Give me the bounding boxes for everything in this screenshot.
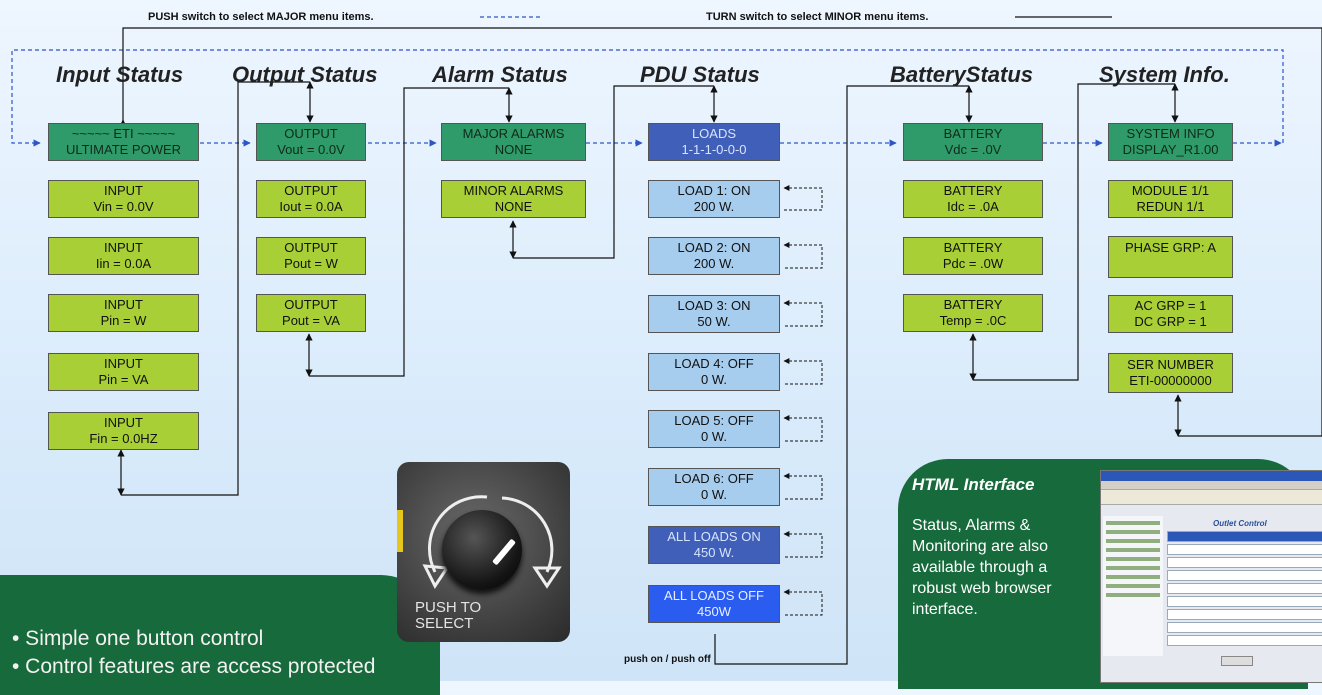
column-title-pdu-status: PDU Status: [640, 62, 760, 87]
input-status-header-box: ~~~~~ ETI ~~~~~ULTIMATE POWER: [48, 123, 199, 161]
column-title-system-info: System Info.: [1099, 62, 1230, 87]
column-title-alarm-status: Alarm Status: [432, 62, 568, 87]
rotate-arrows-icon: [422, 495, 562, 589]
knob-dial: [442, 510, 522, 590]
select-knob-image: PUSH TO SELECT: [397, 462, 570, 642]
screenshot-outlet-table: [1167, 531, 1322, 648]
screenshot-set-values-button: [1221, 656, 1253, 666]
push-to-select-label: PUSH TO SELECT: [415, 599, 482, 632]
html-interface-description: Status, Alarms & Monitoring are also ava…: [912, 517, 1052, 618]
phase-group-box: PHASE GRP: A: [1108, 236, 1233, 278]
column-title-output-status: Output Status: [232, 62, 378, 87]
push-on-push-off-note: push on / push off: [624, 654, 711, 665]
html-interface-title: HTML Interface: [912, 475, 1035, 494]
column-title-battery-status: BatteryStatus: [890, 62, 1034, 87]
features-panel: • Simple one button control • Control fe…: [0, 575, 440, 695]
screenshot-heading: Outlet Control: [1213, 519, 1267, 528]
turn-switch-label: TURN switch to select MINOR menu items.: [706, 11, 929, 23]
yellow-key-tab: [397, 510, 403, 552]
web-interface-screenshot: Outlet Control: [1100, 470, 1322, 683]
screenshot-tree-sidebar: [1103, 516, 1163, 656]
connector-wires: [11, 16, 1322, 665]
push-switch-label: PUSH switch to select MAJOR menu items.: [148, 11, 374, 23]
column-title-input-status: Input Status: [56, 62, 184, 87]
feature-bullet-2: • Control features are access protected: [12, 655, 376, 678]
feature-bullet-1: • Simple one button control: [12, 627, 264, 650]
